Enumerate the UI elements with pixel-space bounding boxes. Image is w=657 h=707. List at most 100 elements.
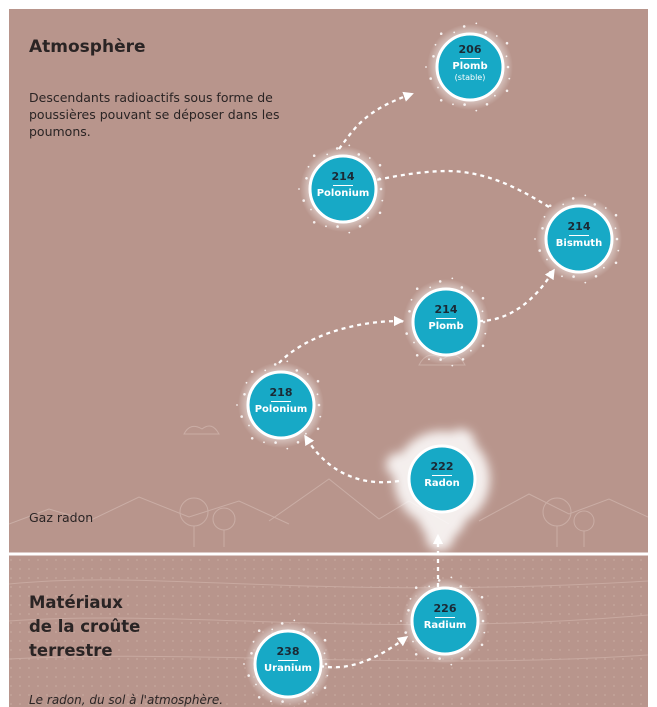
sparkle-dot xyxy=(451,277,454,280)
node-number: 214 xyxy=(434,303,458,316)
circle-radium226 xyxy=(410,586,480,656)
sparkle-dot xyxy=(495,35,498,37)
sparkle-dot xyxy=(541,227,544,230)
sparkle-dot xyxy=(323,652,326,655)
sparkle-dot xyxy=(593,203,597,206)
sparkle-dot xyxy=(323,638,327,642)
diagram-panel: Atmosphère Descendants radioactifs sous … xyxy=(9,9,648,707)
sparkle-dot xyxy=(469,648,471,651)
sparkle-dot xyxy=(604,207,607,209)
sparkle-dot xyxy=(438,657,441,660)
node-number: 226 xyxy=(433,602,457,615)
gas-radon-label: Gaz radon xyxy=(29,510,94,525)
sparkle-dot xyxy=(450,576,453,579)
sparkle-dot xyxy=(414,653,418,656)
sparkle-dot xyxy=(451,364,454,367)
sparkle-dot xyxy=(410,298,413,301)
arrow-radon-to-polonium218 xyxy=(304,434,400,484)
sparkle-dot xyxy=(571,197,575,200)
node-divider xyxy=(460,58,480,59)
sparkle-dot xyxy=(505,89,509,93)
node-element: Radium xyxy=(423,620,467,631)
sparkle-dot xyxy=(584,194,587,197)
node-divider xyxy=(569,235,589,236)
sparkle-dot xyxy=(584,281,587,284)
node-divider xyxy=(435,617,455,618)
sparkle-dot xyxy=(415,287,419,291)
circle-polonium214 xyxy=(308,154,378,224)
sparkle-dot xyxy=(257,629,261,632)
sparkle-dot xyxy=(546,258,548,261)
sparkle-dot xyxy=(482,320,486,324)
sparkle-dot xyxy=(281,700,284,703)
node-number: 218 xyxy=(269,386,293,399)
caption: Le radon, du sol à l'atmosphère. xyxy=(29,693,224,707)
sparkle-dot xyxy=(303,700,307,703)
sparkle-dot xyxy=(429,77,433,80)
sparkle-dot xyxy=(367,216,369,219)
sparkle-dot xyxy=(561,275,563,278)
sparkle-dot xyxy=(381,199,384,202)
sparkle-dot xyxy=(562,203,565,206)
landscape-sketch xyxy=(9,354,648,547)
sparkle-dot xyxy=(247,674,250,677)
diagram-graphics xyxy=(9,22,648,707)
sparkle-dot xyxy=(243,663,245,665)
node-element: Bismuth xyxy=(555,238,603,249)
sparkle-dot xyxy=(293,619,296,622)
sparkle-dot xyxy=(240,415,243,418)
sparkle-dot xyxy=(358,225,362,228)
sparkle-dot xyxy=(439,358,442,361)
node-note: (stable) xyxy=(454,73,486,82)
sparkle-dot xyxy=(319,415,322,418)
sparkle-dot xyxy=(415,354,419,357)
sparkle-dot xyxy=(348,144,351,147)
sparkle-dot xyxy=(481,344,485,348)
sparkle-dot xyxy=(434,43,437,46)
sparkle-dot xyxy=(302,628,306,631)
sparkle-dot xyxy=(439,32,443,35)
sparkle-dot xyxy=(484,31,488,34)
sparkle-dot xyxy=(408,310,411,313)
sparkle-dot xyxy=(484,332,487,335)
sparkle-dot xyxy=(450,663,453,666)
sparkle-dot xyxy=(323,686,327,690)
sparkle-dot xyxy=(534,238,536,240)
node-number: 214 xyxy=(567,220,591,233)
crust-title: Matériaux de la croûte terrestre xyxy=(29,593,141,660)
sparkle-dot xyxy=(296,441,300,444)
circle-bismuth214 xyxy=(544,204,614,274)
sparkle-dot xyxy=(480,643,484,647)
sparkle-dot xyxy=(452,103,454,106)
sparkle-dot xyxy=(494,94,496,97)
sparkle-dot xyxy=(425,66,427,68)
node-divider xyxy=(436,318,456,319)
sparkle-dot xyxy=(236,404,238,406)
node-number: 206 xyxy=(458,43,482,56)
sparkle-dot xyxy=(506,65,510,69)
sparkle-dot xyxy=(475,109,478,112)
sparkle-dot xyxy=(405,332,409,335)
node-number: 214 xyxy=(331,170,355,183)
sparkle-dot xyxy=(548,271,552,274)
sparkle-dot xyxy=(305,177,308,180)
sparkle-dot xyxy=(271,628,274,631)
arrow-bismuth214-to-polonium214 xyxy=(365,169,550,208)
arrow-polonium214-to-lead206 xyxy=(338,91,414,150)
sparkle-dot xyxy=(460,657,464,660)
sparkle-dot xyxy=(298,188,300,190)
sparkle-dot xyxy=(470,349,472,352)
sparkle-dot xyxy=(413,341,415,344)
sparkle-dot xyxy=(409,597,412,600)
node-circles xyxy=(246,32,614,699)
sparkle-dot xyxy=(245,381,248,384)
node-divider xyxy=(333,185,353,186)
sparkle-dot xyxy=(461,358,465,361)
node-element: Plomb xyxy=(452,61,488,72)
sparkle-dot xyxy=(459,585,463,588)
sparkle-dot xyxy=(273,363,277,366)
atmosphere-title: Atmosphère xyxy=(29,37,146,57)
node-divider xyxy=(432,475,452,476)
sparkle-dot xyxy=(548,204,552,207)
